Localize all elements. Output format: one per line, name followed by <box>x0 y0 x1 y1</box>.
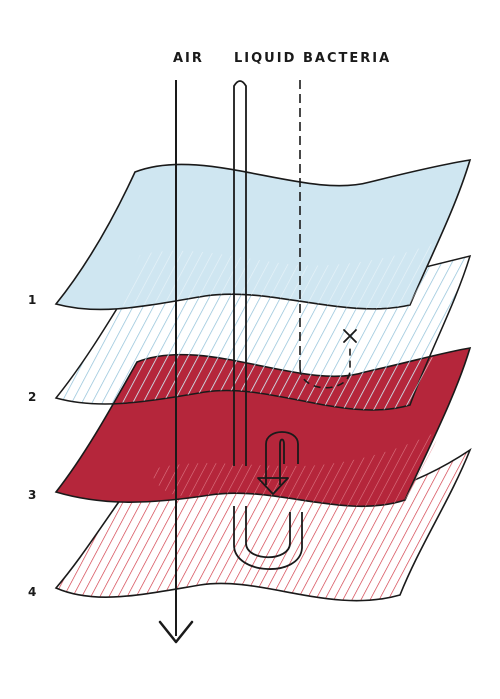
layer-number-3: 3 <box>28 488 36 502</box>
arrow-down-icon <box>158 620 194 644</box>
layer-3-hatch <box>150 430 440 507</box>
label-air: AIR <box>173 51 204 66</box>
layer-number-1: 1 <box>28 293 36 307</box>
u-turn-arrowhead <box>257 477 289 495</box>
layer-1-hatch <box>118 240 440 309</box>
liquid-tube-upper <box>233 80 247 466</box>
label-bacteria: BACTERIA <box>303 51 391 66</box>
layer-2-red-overlap <box>118 354 438 410</box>
u-turn-pipe-icon <box>265 431 299 485</box>
layer-number-4: 4 <box>28 585 36 599</box>
liquid-u-pipe <box>233 506 303 570</box>
bacteria-return-path <box>299 344 351 389</box>
x-mark-icon <box>343 329 357 343</box>
label-liquid: LIQUID <box>234 51 296 66</box>
layer-number-2: 2 <box>28 390 36 404</box>
